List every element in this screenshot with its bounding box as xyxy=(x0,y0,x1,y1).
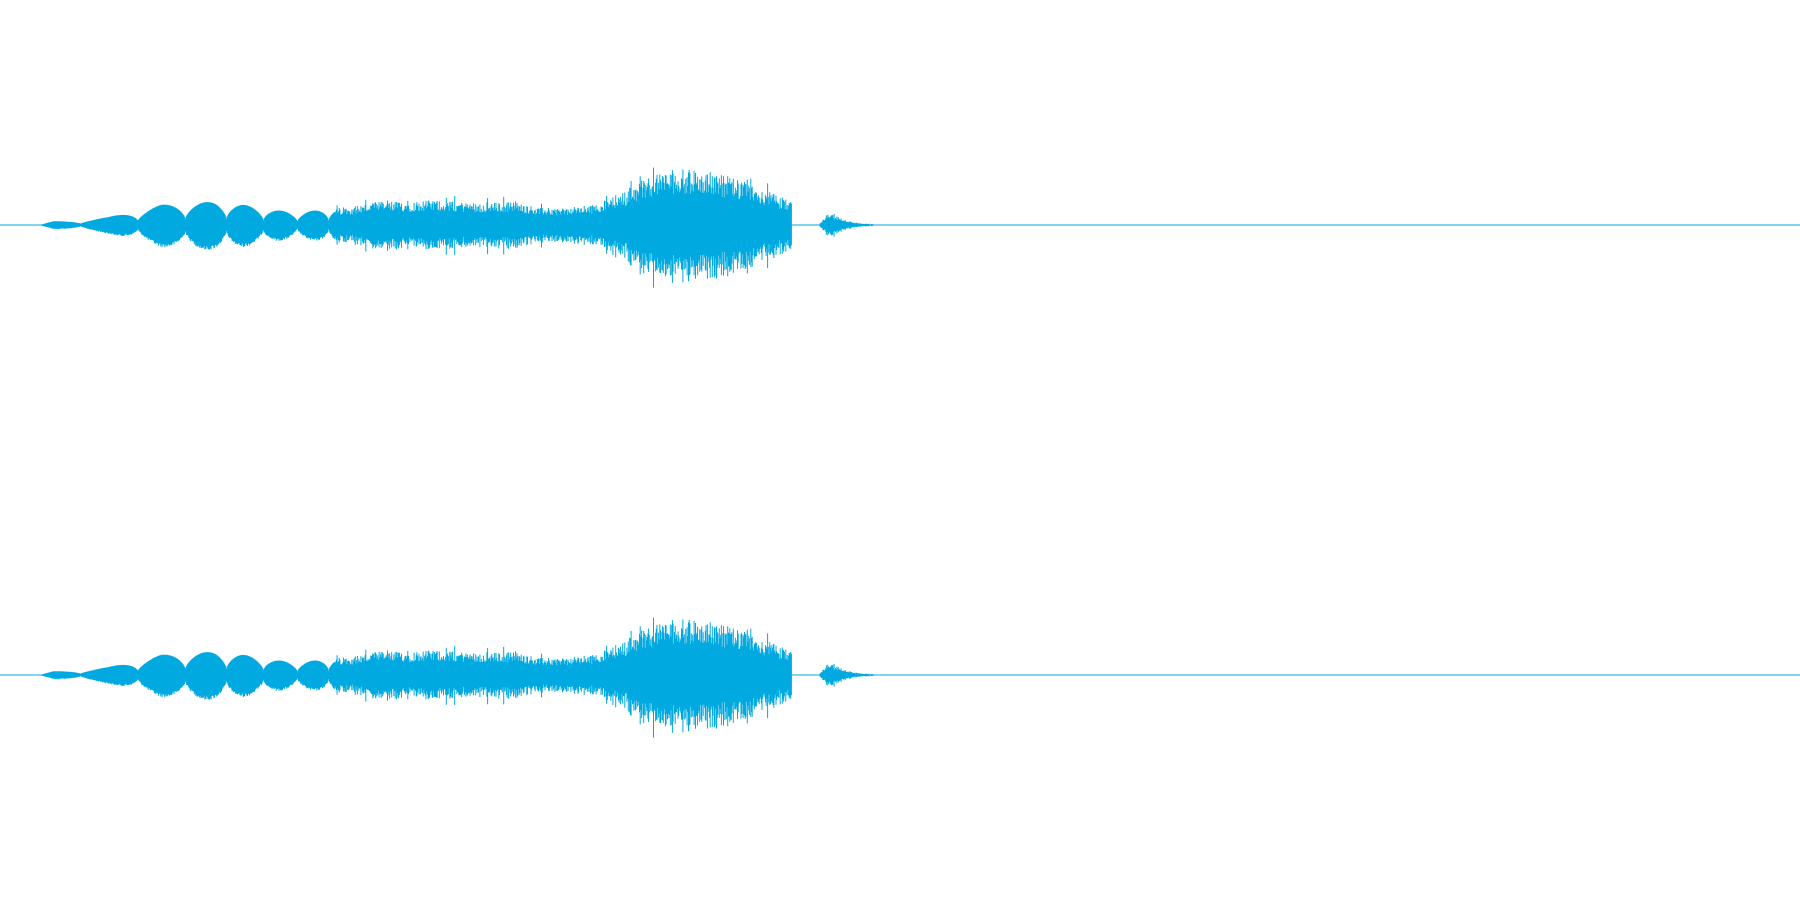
waveform-samples xyxy=(39,617,882,738)
waveform-channel-1 xyxy=(0,167,1800,288)
waveform-signal xyxy=(39,167,882,288)
waveform-samples xyxy=(39,167,882,288)
waveform-signal xyxy=(39,617,882,738)
waveform-channel-2 xyxy=(0,617,1800,738)
